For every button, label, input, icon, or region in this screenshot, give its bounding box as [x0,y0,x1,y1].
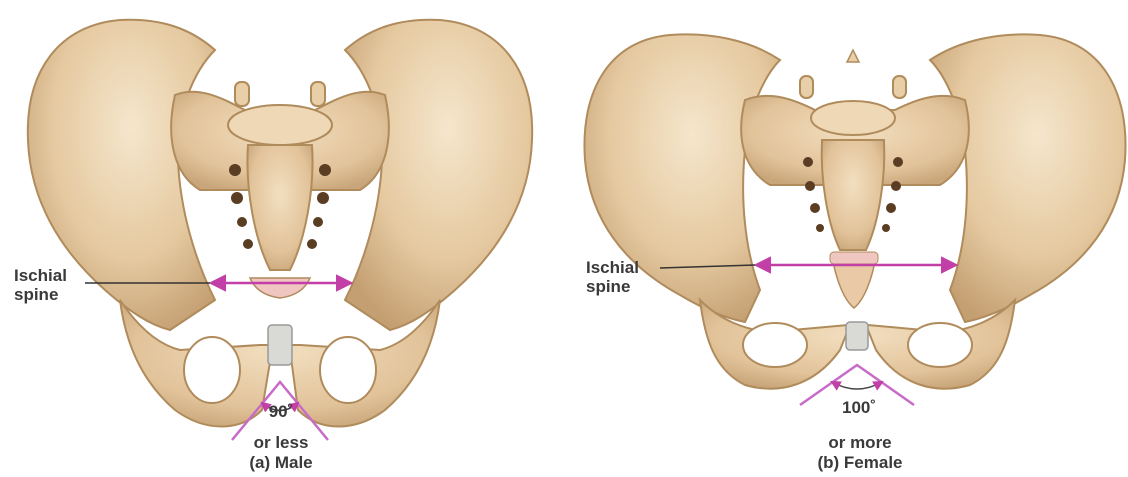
male-angle-qualifier: or less [226,433,336,452]
female-right-obturator-foramen [908,323,972,367]
female-ischial-spine-label-line1: Ischial [586,258,639,277]
female-left-articular-process [800,76,813,98]
male-angle-value: 90˚ [254,402,308,421]
female-ischial-spine-label: Ischial spine [586,258,639,296]
female-sacrum-body [822,140,885,250]
male-ischial-spine-label-line2: spine [14,285,67,304]
male-pubic-symphysis [268,325,292,365]
male-left-articular-process [235,82,249,106]
male-right-articular-process [311,82,325,106]
male-ischial-spine-label-line1: Ischial [14,266,67,285]
female-sacral-promontory [811,101,895,135]
female-angle-qualifier: or more [795,433,925,452]
male-sacrum-body [247,145,312,270]
female-pubic-symphysis [846,322,868,350]
male-pelvis-illustration [28,20,532,440]
female-angle-arc [832,382,882,389]
female-pelvis-illustration [584,34,1125,405]
male-caption: (a) Male [206,453,356,472]
female-right-iliac-wing [930,34,1126,322]
male-left-obturator-foramen [184,337,240,403]
female-coccyx-tip-tissue [830,252,878,264]
male-ischial-spine-label: Ischial spine [14,266,67,304]
female-caption: (b) Female [780,453,940,472]
female-right-articular-process [893,76,906,98]
male-sacral-promontory [228,105,332,145]
male-right-obturator-foramen [320,337,376,403]
female-left-obturator-foramen [743,323,807,367]
female-angle-value: 100˚ [827,398,891,417]
female-ischial-spine-label-line2: spine [586,277,639,296]
male-coccyx [250,278,310,298]
female-sacral-crest [847,50,859,62]
